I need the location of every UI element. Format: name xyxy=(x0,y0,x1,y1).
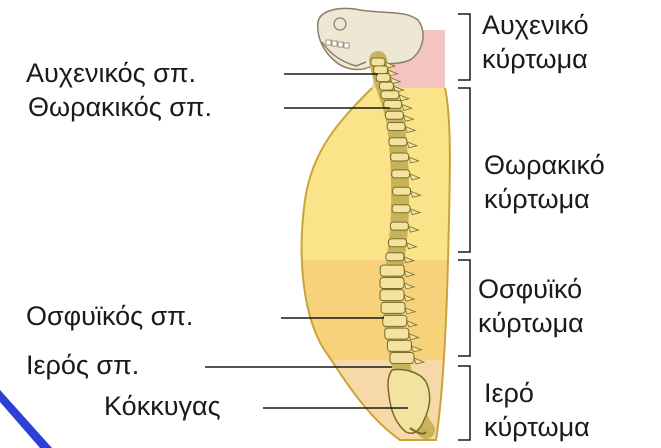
lumbar-vertebra xyxy=(387,340,411,351)
thoracic-vertebra xyxy=(393,187,411,195)
thoracic-vertebra xyxy=(387,123,405,131)
bracket-thoracic xyxy=(458,88,470,252)
thoracic-vertebra xyxy=(392,205,410,213)
label-cervical-curve: Αυχενικό κύρτωμα xyxy=(482,8,589,76)
cervical-vertebra xyxy=(374,66,388,74)
thoracic-vertebra xyxy=(391,153,409,161)
label-thoracic-curve-line2: κύρτωμα xyxy=(484,182,605,216)
thoracic-vertebra xyxy=(386,253,404,261)
lumbar-region-band xyxy=(290,260,460,360)
label-lumbar-curve-line2: κύρτωμα xyxy=(478,306,584,340)
label-lumbar-curve-line1: Οσφυϊκό xyxy=(478,272,584,306)
cervical-vertebra xyxy=(376,74,390,82)
thoracic-vertebra xyxy=(381,91,399,99)
label-lumbar-curve: Οσφυϊκό κύρτωμα xyxy=(478,272,584,340)
lumbar-vertebra xyxy=(380,290,404,301)
label-sacral-curve: Ιερό κύρτωμα xyxy=(484,376,590,444)
label-coccyx: Κόκκυγας xyxy=(104,393,221,420)
cervical-vertebra xyxy=(379,82,393,90)
label-cervical-vertebrae: Αυχενικός σπ. xyxy=(26,60,196,87)
thoracic-vertebra xyxy=(388,239,406,247)
label-thoracic-vertebrae: Θωρακικός σπ. xyxy=(28,94,212,121)
thoracic-vertebra xyxy=(384,100,402,108)
sacral-region-band xyxy=(290,360,460,448)
label-cervical-curve-line1: Αυχενικό xyxy=(482,8,589,42)
corner-accent xyxy=(0,390,52,448)
bracket-lumbar xyxy=(458,260,470,356)
label-thoracic-curve-line1: Θωρακικό xyxy=(484,148,605,182)
thoracic-vertebra xyxy=(385,111,403,119)
label-sacral-vertebrae: Ιερός σπ. xyxy=(26,352,139,379)
thoracic-vertebra xyxy=(390,222,408,230)
label-lumbar-vertebrae: Οσφυϊκός σπ. xyxy=(26,303,193,330)
thoracic-vertebra xyxy=(389,138,407,146)
cervical-vertebra xyxy=(371,58,385,66)
lumbar-vertebra xyxy=(383,315,407,326)
lumbar-vertebra xyxy=(381,302,405,313)
label-thoracic-curve: Θωρακικό κύρτωμα xyxy=(484,148,605,216)
lumbar-vertebra xyxy=(390,353,414,364)
label-sacral-curve-line2: κύρτωμα xyxy=(484,410,590,444)
lumbar-vertebra xyxy=(380,277,404,288)
bracket-cervical xyxy=(458,14,470,80)
lumbar-vertebra xyxy=(380,265,404,276)
thoracic-region-band xyxy=(290,88,460,260)
label-sacral-curve-line1: Ιερό xyxy=(484,376,590,410)
bracket-sacral xyxy=(458,366,470,440)
thoracic-vertebra xyxy=(392,170,410,178)
lumbar-vertebra xyxy=(385,328,409,339)
label-cervical-curve-line2: κύρτωμα xyxy=(482,42,589,76)
